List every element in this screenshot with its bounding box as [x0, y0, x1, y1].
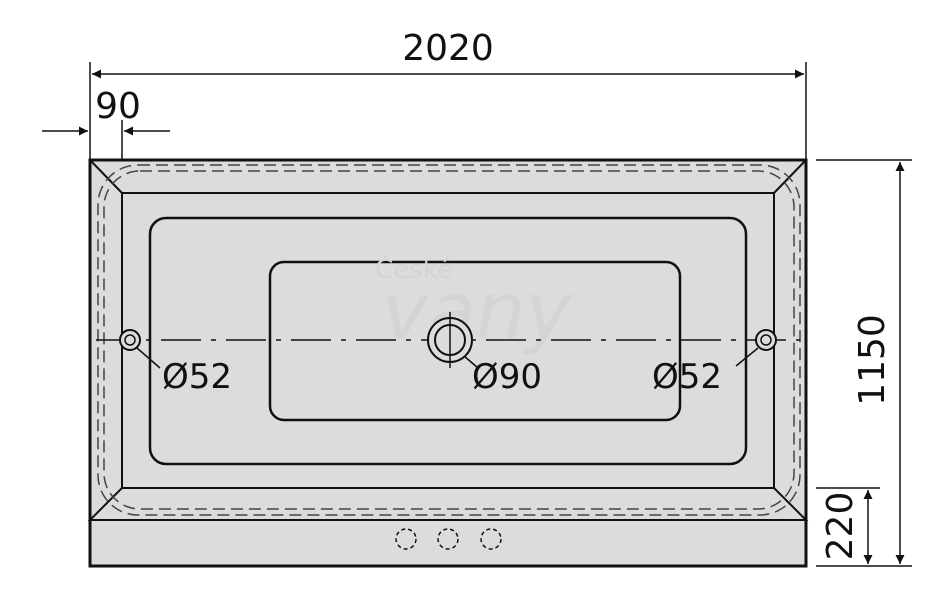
dimension-edge: 90	[42, 86, 170, 160]
corner-line-top-right	[773, 159, 807, 194]
front-panel-openings	[395, 528, 502, 550]
front-opening-2	[437, 528, 459, 550]
front-opening-3	[480, 528, 502, 550]
hole-right-leader	[735, 347, 759, 367]
watermark-line1: České	[375, 253, 453, 285]
dimension-panel: 220	[816, 487, 880, 564]
dimension-label-length: 2020	[402, 28, 494, 69]
dimension-length: 2020	[89, 28, 807, 160]
watermark: České vany	[375, 253, 573, 357]
hole-label-right: Ø52	[652, 357, 722, 397]
hole-label-left: Ø52	[162, 357, 232, 397]
dimension-width: 1150	[816, 159, 912, 567]
hole-right-outer	[755, 329, 777, 351]
basin-floor-outline	[268, 260, 682, 422]
corner-line-top-left	[89, 159, 123, 194]
hole-left-inner	[124, 334, 136, 346]
hole-label-center: Ø90	[472, 357, 542, 397]
dimension-label-width: 1150	[852, 314, 893, 406]
drain-hole-center	[427, 312, 479, 369]
hole-left-outer	[119, 329, 141, 351]
overflow-hole-right	[735, 329, 777, 367]
watermark-line2: vany	[382, 267, 573, 357]
front-opening-1	[395, 528, 417, 550]
dimension-label-panel: 220	[820, 492, 861, 561]
hole-right-inner	[760, 334, 772, 346]
hole-left-leader	[136, 347, 161, 369]
dimension-label-edge: 90	[95, 86, 141, 127]
overflow-hole-left	[119, 329, 161, 369]
front-panel-outline	[87, 487, 809, 521]
hole-center-leader	[463, 355, 479, 369]
